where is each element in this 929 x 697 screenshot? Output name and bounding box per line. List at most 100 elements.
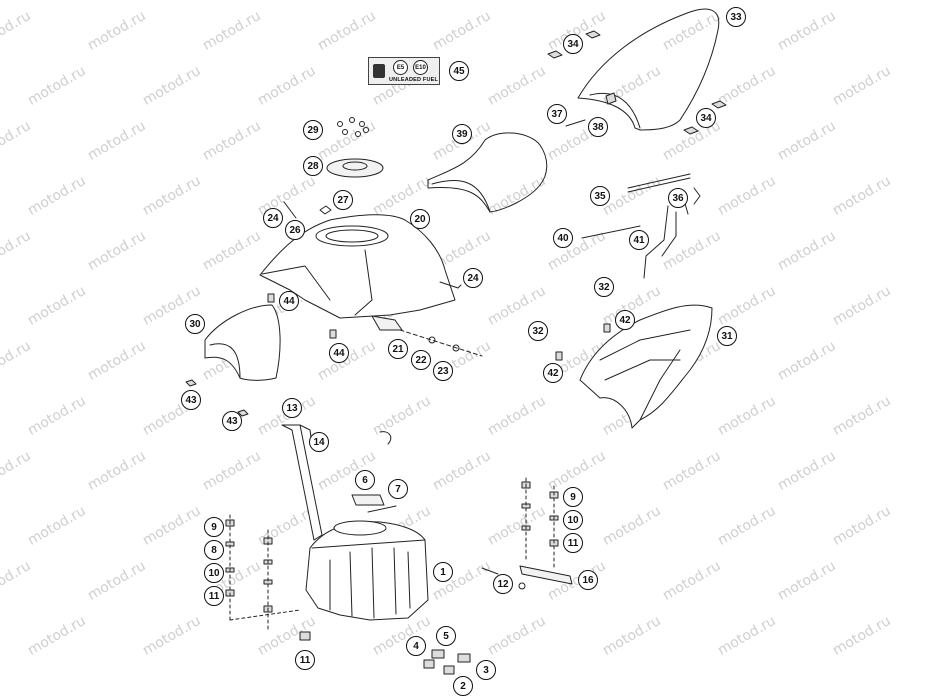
hardware-27 (319, 205, 332, 215)
callout-14: 14 (309, 432, 329, 452)
stack-axis (229, 609, 301, 621)
rear-subframe-detail (599, 329, 691, 421)
bracket-16 (519, 565, 573, 585)
bolt-right (439, 281, 462, 289)
callout-34: 34 (563, 34, 583, 54)
part-2 (443, 665, 455, 675)
part-3 (457, 653, 471, 663)
e10-badge: E10 (413, 60, 428, 75)
callout-35: 35 (590, 186, 610, 206)
clip (329, 329, 337, 339)
callout-7: 7 (388, 479, 408, 499)
rear-subframe (579, 304, 713, 429)
callout-13: 13 (282, 398, 302, 418)
bracket-36 (693, 187, 701, 205)
callout-45: 45 (449, 61, 469, 81)
bracket-13 (281, 424, 323, 541)
fuel-cap (326, 158, 384, 178)
rod-35 (627, 173, 691, 189)
callout-42: 42 (615, 310, 635, 330)
washer (428, 336, 436, 344)
callout-11c: 11 (295, 650, 315, 670)
front-seat (427, 132, 548, 213)
bolt (283, 201, 297, 219)
callout-42b: 42 (543, 363, 563, 383)
callout-9b: 9 (563, 487, 583, 507)
bracket (605, 92, 617, 105)
part-4 (423, 659, 435, 669)
clip (547, 50, 563, 59)
callout-1: 1 (433, 562, 453, 582)
bolt-12 (481, 567, 499, 575)
filler-ring (315, 225, 389, 247)
callout-29: 29 (303, 120, 323, 140)
rear-subframe-hardware (555, 323, 611, 361)
callout-5: 5 (436, 626, 456, 646)
clip (585, 30, 601, 39)
callout-43: 43 (181, 390, 201, 410)
bolt-shaft (399, 329, 483, 357)
strip-7 (367, 505, 397, 513)
callout-38: 38 (588, 117, 608, 137)
e5-badge: E5 (393, 60, 408, 75)
callout-8: 8 (204, 540, 224, 560)
rod-35b (627, 177, 691, 193)
callout-16: 16 (578, 570, 598, 590)
unleaded-fuel-label: E5 E10 UNLEADED FUEL (368, 57, 440, 85)
nut (185, 379, 197, 387)
callout-43b: 43 (222, 411, 242, 431)
callout-34b: 34 (696, 108, 716, 128)
nut (237, 409, 249, 417)
fuel-pump-icon (373, 64, 385, 78)
bracket-21 (371, 315, 403, 331)
callout-32: 32 (594, 277, 614, 297)
callout-2: 2 (453, 676, 473, 696)
callout-27: 27 (333, 190, 353, 210)
rod-40 (581, 225, 641, 239)
callout-44b: 44 (329, 343, 349, 363)
callout-44: 44 (279, 291, 299, 311)
filler-ring-inner (325, 229, 379, 243)
callout-24: 24 (263, 208, 283, 228)
hose-14 (379, 431, 392, 445)
callout-36: 36 (668, 188, 688, 208)
callout-10b: 10 (563, 510, 583, 530)
callout-23: 23 (433, 361, 453, 381)
clip (267, 293, 275, 303)
callout-37: 37 (547, 104, 567, 124)
unleaded-fuel-text: UNLEADED FUEL (389, 77, 439, 83)
tank-side-line (261, 265, 331, 301)
callout-12: 12 (493, 574, 513, 594)
fuel-cap-inner (342, 161, 368, 171)
washer (452, 344, 460, 352)
callout-33: 33 (726, 7, 746, 27)
callout-39: 39 (452, 124, 472, 144)
callout-9: 9 (204, 517, 224, 537)
fuel-tank-top (311, 539, 426, 549)
callout-40: 40 (553, 228, 573, 248)
strip-6 (351, 494, 385, 506)
callout-26: 26 (285, 220, 305, 240)
front-seat-edge (431, 179, 491, 213)
callout-11: 11 (204, 586, 224, 606)
callout-41: 41 (629, 230, 649, 250)
fuel-tank-opening (333, 520, 387, 536)
clip (683, 126, 699, 135)
callout-11b: 11 (563, 533, 583, 553)
rear-seat (577, 8, 720, 131)
washer-12 (518, 582, 526, 590)
callout-4: 4 (406, 636, 426, 656)
callout-21: 21 (388, 339, 408, 359)
hardware-stack-right (521, 481, 559, 547)
callout-20: 20 (410, 209, 430, 229)
callout-24b: 24 (463, 268, 483, 288)
callout-31: 31 (717, 326, 737, 346)
callout-32b: 32 (528, 321, 548, 341)
tank-side-line (354, 249, 373, 316)
rear-seat-edge (589, 92, 641, 129)
hardware-29 (337, 117, 369, 137)
callout-10: 10 (204, 563, 224, 583)
callout-28: 28 (303, 156, 323, 176)
